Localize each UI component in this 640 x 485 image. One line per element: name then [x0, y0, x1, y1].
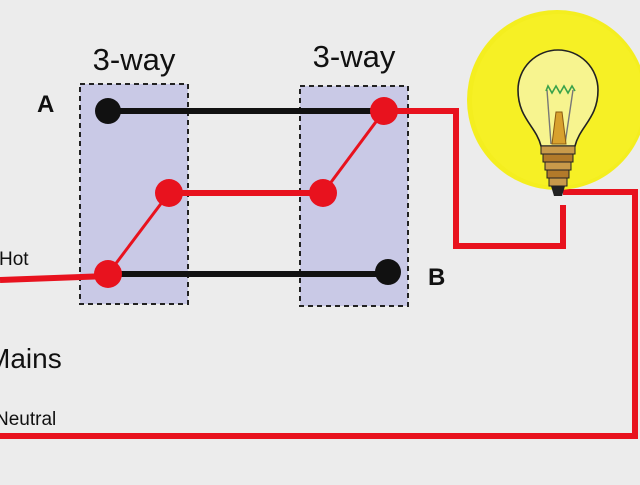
switch-right-title: 3-way [313, 39, 396, 74]
terminal-b-label: B [428, 264, 445, 291]
terminal-b [375, 259, 401, 285]
hot-label: Hot [0, 249, 29, 270]
hot-wire [0, 273, 109, 283]
light-bulb-icon [467, 10, 640, 196]
terminal-a [95, 98, 121, 124]
neutral-label: Neutral [0, 409, 56, 430]
terminal-left-middle [155, 179, 183, 207]
terminal-left-common [94, 260, 122, 288]
left-switch-lever [106, 192, 171, 275]
mains-label: Mains [0, 343, 62, 374]
terminal-right-common [370, 97, 398, 125]
right-switch-lever [321, 110, 386, 194]
lamp-feed-wire [384, 108, 566, 249]
terminal-a-label: A [37, 91, 54, 118]
terminal-right-middle [309, 179, 337, 207]
neutral-wire [0, 189, 638, 439]
switch-left-title: 3-way [93, 42, 176, 77]
